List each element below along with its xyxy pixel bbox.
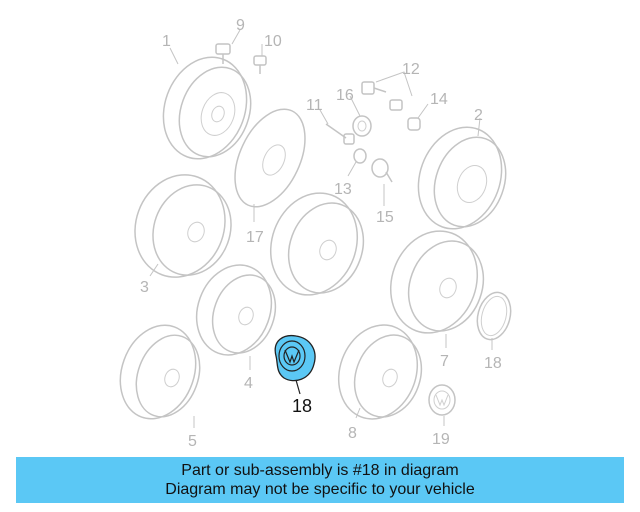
label-1: 1 [162,33,171,50]
label-11: 11 [306,97,323,114]
part-alloy-wheel-center[interactable] [257,181,376,307]
banner-line-2: Diagram may not be specific to your vehi… [165,481,475,498]
leader-1 [169,47,179,65]
banner-line-1: Part or sub-assembly is #18 in diagram [181,462,459,479]
part-13-bolt[interactable] [353,148,367,164]
label-12: 12 [402,61,420,78]
label-17: 16 [336,87,354,104]
part-1-steel-wheel[interactable] [150,45,263,170]
leader-13 [347,161,357,177]
leader-9 [231,29,241,45]
leader-11 [319,109,329,125]
label-19: 18 [484,355,502,372]
label-10: 10 [264,33,282,50]
leader-17 [349,95,361,117]
leader-12 [375,71,413,97]
leader-2 [477,117,481,137]
leader-18 [295,379,301,395]
part-18-center-cap-highlighted[interactable] [274,334,316,382]
part-15-valve[interactable] [371,158,393,183]
label-3: 3 [140,279,149,296]
leader-3 [149,263,159,277]
label-18: 18 [292,396,312,416]
label-4: 4 [244,375,253,392]
part-9-bolt[interactable] [215,43,231,64]
part-17-nut[interactable] [352,115,372,137]
label-5: 5 [188,433,197,450]
label-8: 8 [348,425,357,442]
label-14: 14 [430,91,448,108]
part-5-wheel[interactable] [108,315,211,430]
part-20-emblem-cap[interactable] [428,384,456,416]
part-7-alloy-wheel[interactable] [377,219,496,345]
part-10-bolt[interactable] [253,55,267,74]
part-14-nut[interactable] [407,117,421,131]
part-11-bolt[interactable] [325,123,355,145]
label-20: 19 [432,431,450,448]
leader-14 [417,103,429,119]
part-3-alloy-wheel[interactable] [121,162,244,290]
label-9: 9 [236,17,245,34]
part-12-lock-set[interactable] [361,81,403,111]
info-banner: Part or sub-assembly is #18 in diagram D… [16,457,624,503]
label-15: 15 [376,209,394,226]
part-2-steel-wheel[interactable] [405,115,518,240]
label-7: 7 [440,353,449,370]
part-19-ring[interactable] [472,289,515,344]
part-16-wheel-cover[interactable] [221,98,319,218]
label-16: 17 [246,229,264,246]
label-13: 13 [334,181,352,198]
label-2: 2 [474,107,483,124]
part-8-alloy-wheel[interactable] [326,314,433,430]
leader-8 [355,407,361,419]
part-4-alloy-wheel[interactable] [184,254,285,365]
